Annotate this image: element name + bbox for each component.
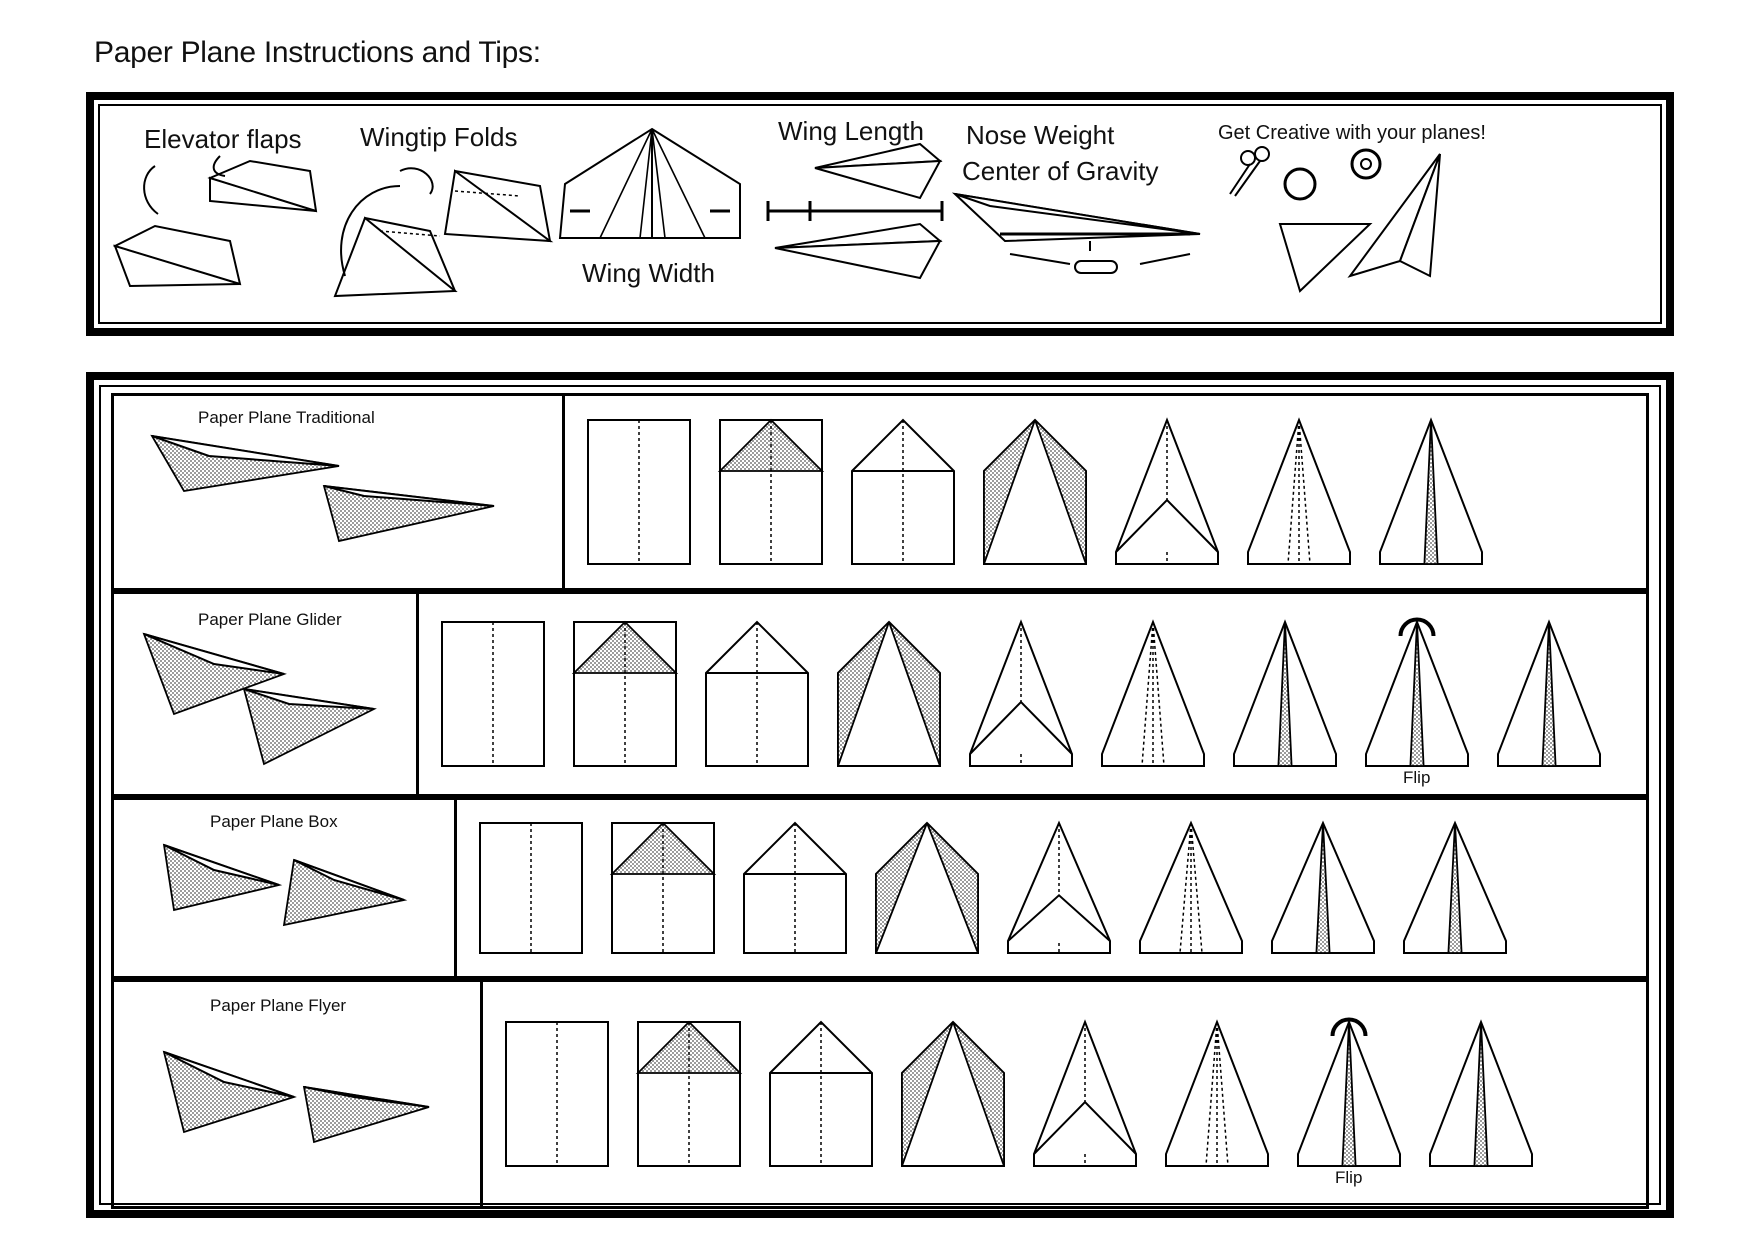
- fold-step-diagram: [1271, 820, 1375, 954]
- fold-step-diagram: [837, 620, 941, 767]
- tip-wing-width: Wing Width: [582, 258, 715, 288]
- tip-center-of-gravity: Center of Gravity: [962, 156, 1159, 186]
- fold-step-diagram: [769, 1020, 873, 1167]
- row-label-cell: Paper Plane Traditional: [114, 396, 565, 588]
- finished-plane-illustration: [162, 1050, 430, 1144]
- fold-step-diagram: [571, 620, 679, 767]
- fold-step-diagram: [1101, 619, 1205, 767]
- wing-length-illustration: [766, 142, 944, 280]
- row-box: Paper Plane Box: [111, 797, 1649, 979]
- row-title: Paper Plane Traditional: [198, 408, 375, 427]
- tips-illustrations: [112, 127, 1441, 298]
- fold-step-diagram: [441, 621, 545, 767]
- get-creative-illustration: [1229, 146, 1441, 293]
- fold-step-diagram: [1165, 1019, 1269, 1167]
- fold-step-diagram: [1297, 1017, 1401, 1167]
- scissors-icon: [1229, 146, 1270, 197]
- row-label-cell: Paper Plane Box: [114, 800, 457, 976]
- fold-step-diagram: [875, 821, 979, 954]
- fold-step-diagram: [983, 418, 1087, 565]
- flip-arrow-icon: [1398, 617, 1436, 637]
- row-title: Paper Plane Box: [210, 812, 338, 831]
- row-flyer: Paper Plane Flyer Flip: [111, 979, 1649, 1209]
- instructions-panel: Paper Plane Traditional Paper Plane Glid…: [86, 372, 1674, 1218]
- fold-step-diagram: [717, 418, 825, 565]
- fold-step-diagram: [969, 619, 1073, 767]
- row-title: Paper Plane Glider: [198, 610, 342, 629]
- fold-step-diagram: [743, 821, 847, 954]
- page-title: Paper Plane Instructions and Tips:: [94, 36, 541, 69]
- fold-step-diagram: [635, 1020, 743, 1167]
- elevator-flaps-illustration: [112, 155, 318, 288]
- tip-elevator-flaps: Elevator flaps: [144, 124, 302, 154]
- tip-nose-weight: Nose Weight: [966, 120, 1115, 150]
- fold-step-diagram: [1139, 820, 1243, 954]
- fold-step-diagram: [851, 418, 955, 565]
- wing-width-illustration: [558, 127, 741, 239]
- fold-step-diagram: [587, 419, 691, 565]
- flip-label: Flip: [1335, 1168, 1363, 1187]
- row-traditional: Paper Plane Traditional: [111, 393, 1649, 591]
- row-label-cell: Paper Plane Flyer: [114, 982, 483, 1206]
- row-label-cell: Paper Plane Glider: [114, 594, 419, 794]
- fold-step-diagram: [901, 1020, 1005, 1167]
- tape-icon: [1283, 148, 1382, 201]
- fold-step-diagram: [1033, 1019, 1137, 1167]
- fold-step-diagram: [1379, 417, 1483, 565]
- fold-step-diagram: [505, 1021, 609, 1167]
- tip-wing-length: Wing Length: [778, 116, 924, 146]
- wingtip-folds-illustration: [333, 167, 554, 298]
- fold-step-diagram: [705, 620, 809, 767]
- paperclip-icon: [1074, 260, 1118, 274]
- finished-plane-illustration: [162, 843, 408, 927]
- fold-step-diagram: [1403, 820, 1507, 954]
- flip-label: Flip: [1403, 768, 1431, 787]
- fold-step-diagram: [1007, 820, 1111, 954]
- center-of-gravity-illustration: [951, 192, 1201, 274]
- fold-step-diagram: [1429, 1019, 1533, 1167]
- tip-get-creative: Get Creative with your planes!: [1218, 122, 1486, 144]
- fold-step-diagram: [1497, 619, 1601, 767]
- fold-step-diagram: [479, 822, 583, 954]
- row-glider: Paper Plane Glider Flip: [111, 591, 1649, 797]
- fold-step-diagram: [1247, 417, 1351, 565]
- fold-step-diagram: [609, 821, 717, 954]
- row-title: Paper Plane Flyer: [210, 996, 347, 1015]
- finished-plane-illustration: [142, 632, 377, 766]
- fold-step-diagram: [1233, 619, 1337, 767]
- flip-arrow-icon: [1330, 1017, 1368, 1037]
- tip-wingtip-folds: Wingtip Folds: [360, 122, 518, 152]
- tips-panel: Elevator flaps Wingtip Folds Wing Width …: [86, 92, 1674, 336]
- fold-step-diagram: [1365, 617, 1469, 767]
- fold-step-diagram: [1115, 417, 1219, 565]
- finished-plane-illustration: [150, 434, 495, 543]
- tips-panel-inner: Elevator flaps Wingtip Folds Wing Width …: [98, 104, 1662, 324]
- instructions-panel-inner: Paper Plane Traditional Paper Plane Glid…: [99, 385, 1661, 1209]
